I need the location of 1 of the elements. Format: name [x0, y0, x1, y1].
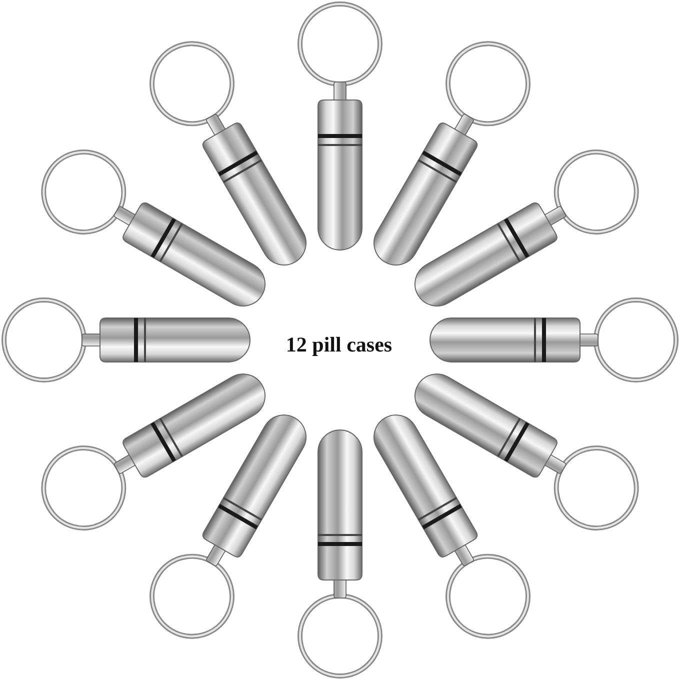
caption-text: 12 pill cases [286, 332, 392, 358]
